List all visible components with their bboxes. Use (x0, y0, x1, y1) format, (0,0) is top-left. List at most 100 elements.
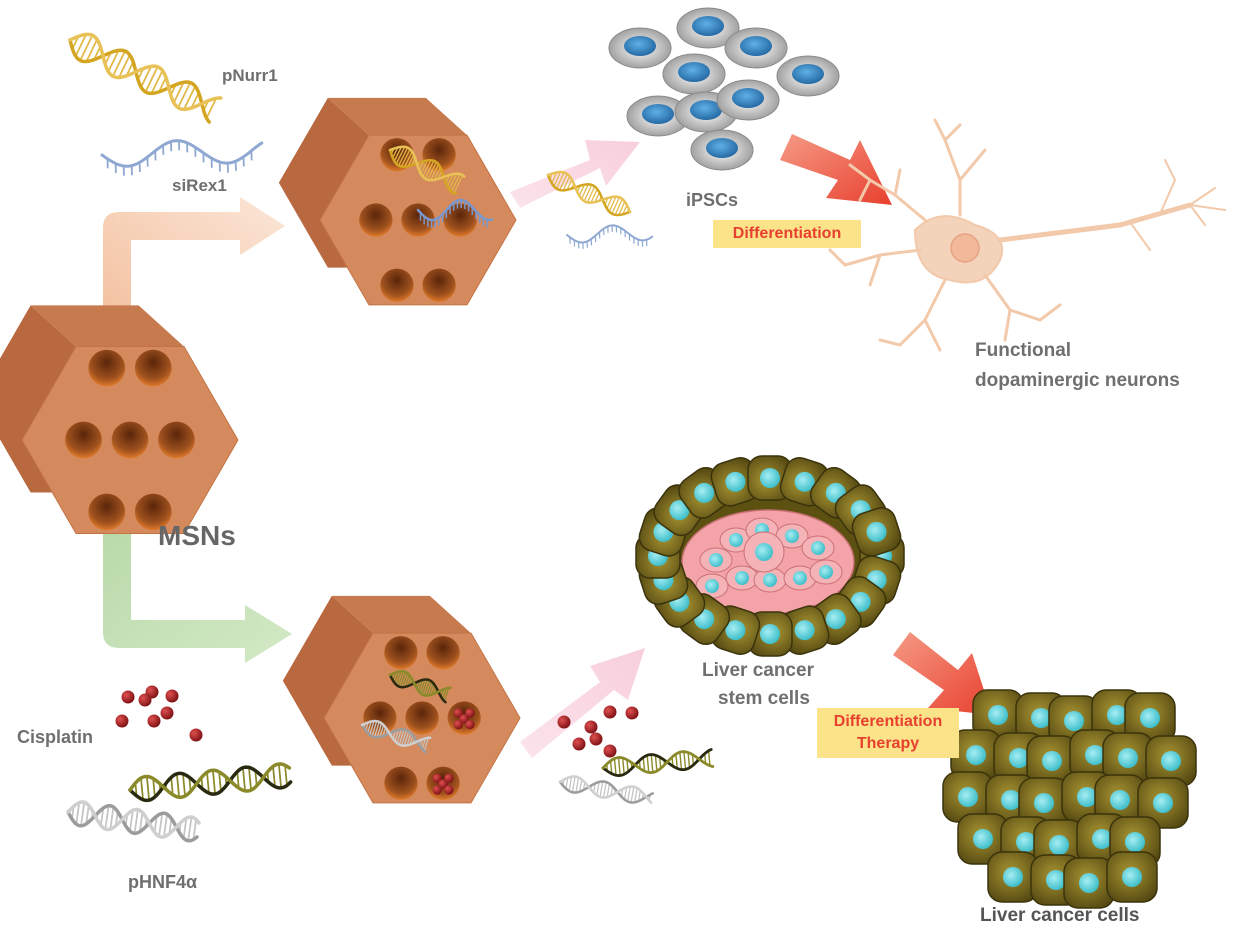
differentiation-arrow-bottom (893, 632, 992, 715)
helix-rung (659, 757, 662, 769)
pore (134, 349, 172, 387)
helix-rung (450, 173, 461, 192)
cisplatin-ball (444, 773, 454, 783)
ipsc-nucleus (706, 138, 738, 158)
lcsc-label-line2: stem cells (718, 688, 810, 709)
rna-backbone (100, 139, 264, 168)
helix-rung (420, 160, 429, 175)
helix-rung (192, 819, 198, 840)
helix-rung (623, 787, 628, 800)
helix-rung (571, 776, 576, 793)
helix-rung (379, 724, 385, 738)
released-phnf4a-dark (601, 748, 715, 777)
helix-rung (190, 92, 200, 109)
helix-rung (140, 65, 152, 88)
ipscs-label: iPSCs (686, 190, 739, 210)
helix-rung (401, 729, 407, 746)
cisplatin-ball (121, 690, 135, 704)
helix-strand (66, 800, 201, 839)
helix-rung (423, 680, 431, 696)
helix-rung (559, 173, 568, 191)
ipsc-cluster (608, 7, 840, 171)
nucleic-acid-cargo (66, 32, 715, 843)
cisplatin-label: Cisplatin (17, 727, 94, 747)
cisplatin-ball (115, 714, 129, 728)
pore (384, 636, 418, 670)
stem-cell-nucleus (705, 579, 719, 593)
liver-cancer-cell-nucleus (1042, 751, 1062, 771)
outer-cell-nucleus (794, 471, 815, 492)
helix-rung (395, 670, 402, 686)
ipsc-nucleus (642, 104, 674, 124)
helix-rung (562, 176, 571, 191)
helix-rung (590, 188, 598, 203)
helix-rung (396, 729, 402, 744)
helix-rung (617, 757, 621, 776)
helix-rung (637, 790, 641, 802)
helix-strand (601, 750, 715, 774)
helix-rung (80, 802, 86, 826)
helix-rung (618, 201, 626, 216)
helix-strand (601, 748, 713, 777)
liver-cancer-cell-nucleus (1003, 867, 1023, 887)
particle-side (282, 595, 471, 803)
dopaminergic-neuron (828, 118, 1226, 352)
stem-cell-nucleus (811, 541, 825, 555)
phnf4a-in-pore-dark (388, 669, 452, 704)
helix-rung (176, 773, 180, 798)
helix-rung (218, 771, 222, 792)
helix-rung (687, 752, 691, 768)
liver-cancer-cell-cluster (942, 689, 1197, 909)
released-pnurr1 (546, 170, 632, 217)
helix-rung (104, 805, 110, 830)
helix-strand (558, 780, 655, 804)
helix-rung (393, 671, 400, 684)
helix-rung (85, 39, 98, 62)
pore (363, 701, 397, 735)
helix-rung (594, 192, 600, 203)
liver-cancer-cell-nucleus (1122, 867, 1142, 887)
liver-cancer-cell-nucleus (1107, 705, 1127, 725)
msn-particle-drug-loaded (282, 595, 521, 804)
liver-cancer-cell-nucleus (1046, 870, 1066, 890)
cisplatin-ball (453, 719, 463, 730)
rna-backbone (416, 198, 494, 222)
cisplatin-ball (165, 689, 179, 703)
liver-cancer-cell-nucleus (1118, 748, 1138, 768)
outer-cell-nucleus (725, 471, 746, 492)
helix-rung (568, 776, 573, 792)
helix-rung (578, 184, 585, 197)
ipsc-nucleus (732, 88, 764, 108)
stem-cell-nucleus (735, 571, 749, 585)
helix-rung (170, 777, 174, 795)
cisplatin-ball (465, 719, 475, 730)
lcsc-label-line1: Liver cancer (702, 660, 814, 681)
helix-rung (272, 766, 276, 787)
ipsc-nucleus (624, 36, 656, 56)
helix-rung (100, 807, 105, 826)
loaded-cisplatin (432, 773, 454, 795)
helix-rung (404, 151, 413, 167)
cisplatin-ball (147, 714, 161, 728)
liver-cancer-cell-nucleus (1016, 832, 1036, 852)
helix-rung (173, 81, 185, 104)
helix-rung (398, 729, 405, 745)
helix-rung (626, 759, 629, 772)
helix-rung (566, 179, 573, 191)
helix-rung (446, 173, 455, 187)
helix-rung (634, 787, 638, 803)
helix-rung (423, 737, 429, 752)
liver-cancer-stem-cell-sphere (635, 455, 905, 657)
helix-rung (417, 679, 423, 692)
liver-cancer-cell-nucleus (1140, 708, 1160, 728)
helix-rung (248, 767, 252, 791)
liver-cancer-cell-nucleus (1079, 873, 1099, 893)
helix-rung (371, 721, 378, 737)
liver-cancer-cell-nucleus (958, 787, 978, 807)
ipsc-nucleus (690, 100, 722, 120)
helix-rung (553, 171, 562, 187)
helix-strand (128, 762, 292, 800)
helix-rung (654, 755, 658, 772)
pore (422, 138, 456, 172)
